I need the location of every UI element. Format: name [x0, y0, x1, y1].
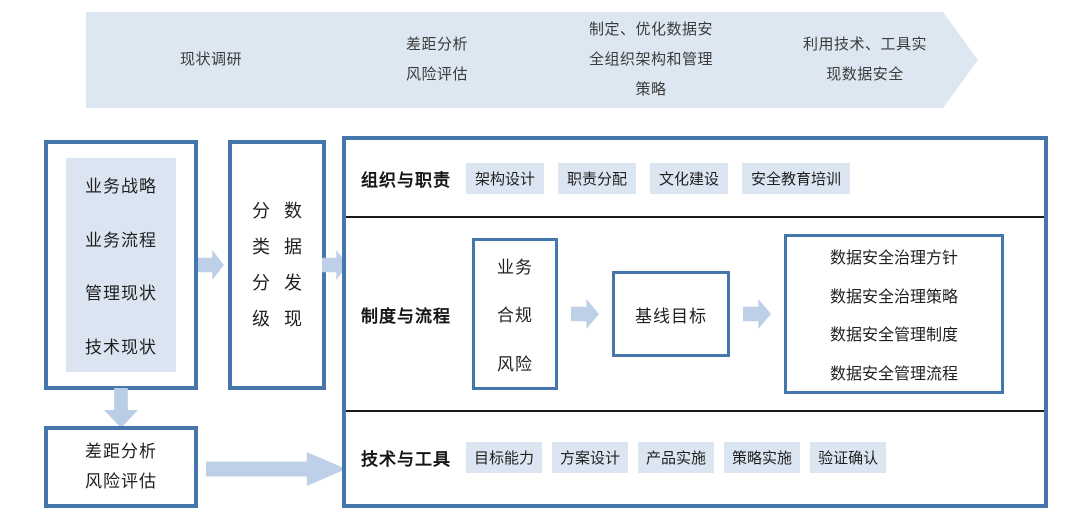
governance-framework-panel: 组织与职责 架构设计 职责分配 文化建设 安全教育培训 制度与流程 业务 合规 … — [342, 136, 1048, 508]
panel-row-organization-label: 组织与职责 — [361, 170, 451, 190]
classification-char-4: 级 — [252, 309, 270, 329]
gap-analysis-box[interactable]: 差距分析 风险评估 — [44, 426, 198, 508]
panel-row-organization: 组织与职责 架构设计 职责分配 文化建设 安全教育培训 — [346, 140, 1044, 216]
gap-analysis-item-2: 风险评估 — [85, 472, 157, 491]
tech-tag-5[interactable]: 验证确认 — [810, 441, 887, 473]
phase-chevron-2-label: 差距分析 风险评估 — [405, 36, 468, 83]
baseline-goal-box[interactable]: 基线目标 — [612, 271, 730, 357]
policy-outputs-box[interactable]: 数据安全治理方针 数据安全治理策略 数据安全管理制度 数据安全管理流程 — [784, 234, 1004, 394]
current-state-item-4: 技术现状 — [85, 337, 157, 357]
baseline-to-outputs-arrow-icon — [743, 299, 771, 329]
tech-tag-1[interactable]: 目标能力 — [466, 441, 543, 473]
policy-input-1: 业务 — [497, 257, 533, 277]
phase-chevron-3[interactable]: 制定、优化数据安 全组织架构和管理 策略 — [514, 12, 764, 108]
tech-tag-3[interactable]: 产品实施 — [638, 441, 715, 473]
policy-inputs-box[interactable]: 业务 合规 风险 — [472, 238, 558, 390]
org-tag-4[interactable]: 安全教育培训 — [742, 162, 851, 194]
panel-row-policy-process-label: 制度与流程 — [361, 306, 451, 326]
down-arrow-icon — [104, 388, 138, 428]
policy-output-1: 数据安全治理方针 — [829, 250, 958, 268]
panel-row-technology-tools: 技术与工具 目标能力 方案设计 产品实施 策略实施 验证确认 — [346, 412, 1044, 502]
current-state-item-2: 业务流程 — [85, 230, 157, 250]
classification-char-3: 分 — [252, 273, 270, 293]
data-discovery-char-4: 现 — [284, 309, 302, 329]
org-tag-1[interactable]: 架构设计 — [466, 162, 545, 194]
inputs-to-baseline-arrow-icon — [571, 299, 599, 329]
phase-chevron-1[interactable]: 现状调研 — [86, 12, 336, 108]
current-state-item-3: 管理现状 — [85, 284, 157, 304]
phase-chevron-4[interactable]: 利用技术、工具实 现数据安全 — [728, 12, 978, 108]
current-state-to-classify-arrow-icon — [198, 250, 224, 280]
policy-input-2: 合规 — [497, 306, 533, 326]
panel-row-policy-process: 制度与流程 业务 合规 风险 基线目标 数据安全治理方针 数据安全治理策略 数据… — [346, 216, 1044, 412]
policy-output-4: 数据安全管理流程 — [829, 365, 958, 383]
data-discovery-column: 数 据 发 现 — [284, 193, 302, 337]
process-phase-band: 现状调研 差距分析 风险评估 制定、优化数据安 全组织架构和管理 策略 利用技术… — [0, 0, 1080, 118]
panel-row-technology-tools-label: 技术与工具 — [361, 449, 451, 469]
org-tag-2[interactable]: 职责分配 — [558, 162, 637, 194]
data-discovery-char-2: 据 — [284, 237, 302, 257]
baseline-goal-label: 基线目标 — [635, 306, 707, 326]
phase-chevron-1-label: 现状调研 — [179, 51, 242, 68]
phase-chevron-4-label: 利用技术、工具实 现数据安全 — [802, 36, 927, 83]
phase-chevron-3-label: 制定、优化数据安 全组织架构和管理 策略 — [588, 21, 713, 98]
current-state-box[interactable]: 业务战略 业务流程 管理现状 技术现状 — [44, 140, 198, 390]
tech-tag-2[interactable]: 方案设计 — [552, 441, 629, 473]
policy-output-2: 数据安全治理策略 — [829, 288, 958, 306]
current-state-item-1: 业务战略 — [85, 177, 157, 197]
classification-char-1: 分 — [252, 201, 270, 221]
data-discovery-char-1: 数 — [284, 201, 302, 221]
classification-char-2: 类 — [252, 237, 270, 257]
tech-tag-4[interactable]: 策略实施 — [724, 441, 801, 473]
classification-column: 分 类 分 级 — [252, 193, 270, 337]
current-state-panel: 业务战略 业务流程 管理现状 技术现状 — [66, 158, 176, 372]
policy-output-3: 数据安全管理制度 — [829, 327, 958, 345]
data-discovery-char-3: 发 — [284, 273, 302, 293]
gap-to-panel-arrow-icon — [206, 452, 346, 486]
gap-analysis-item-1: 差距分析 — [85, 442, 157, 461]
policy-process-flow: 业务 合规 风险 基线目标 数据安全治理方针 数据安全治理策略 数据安全管理制度… — [466, 234, 1044, 394]
classification-discovery-box[interactable]: 分 类 分 级 数 据 发 现 — [228, 140, 326, 390]
org-tag-3[interactable]: 文化建设 — [650, 162, 729, 194]
policy-input-3: 风险 — [497, 355, 533, 375]
phase-chevron-2[interactable]: 差距分析 风险评估 — [300, 12, 550, 108]
